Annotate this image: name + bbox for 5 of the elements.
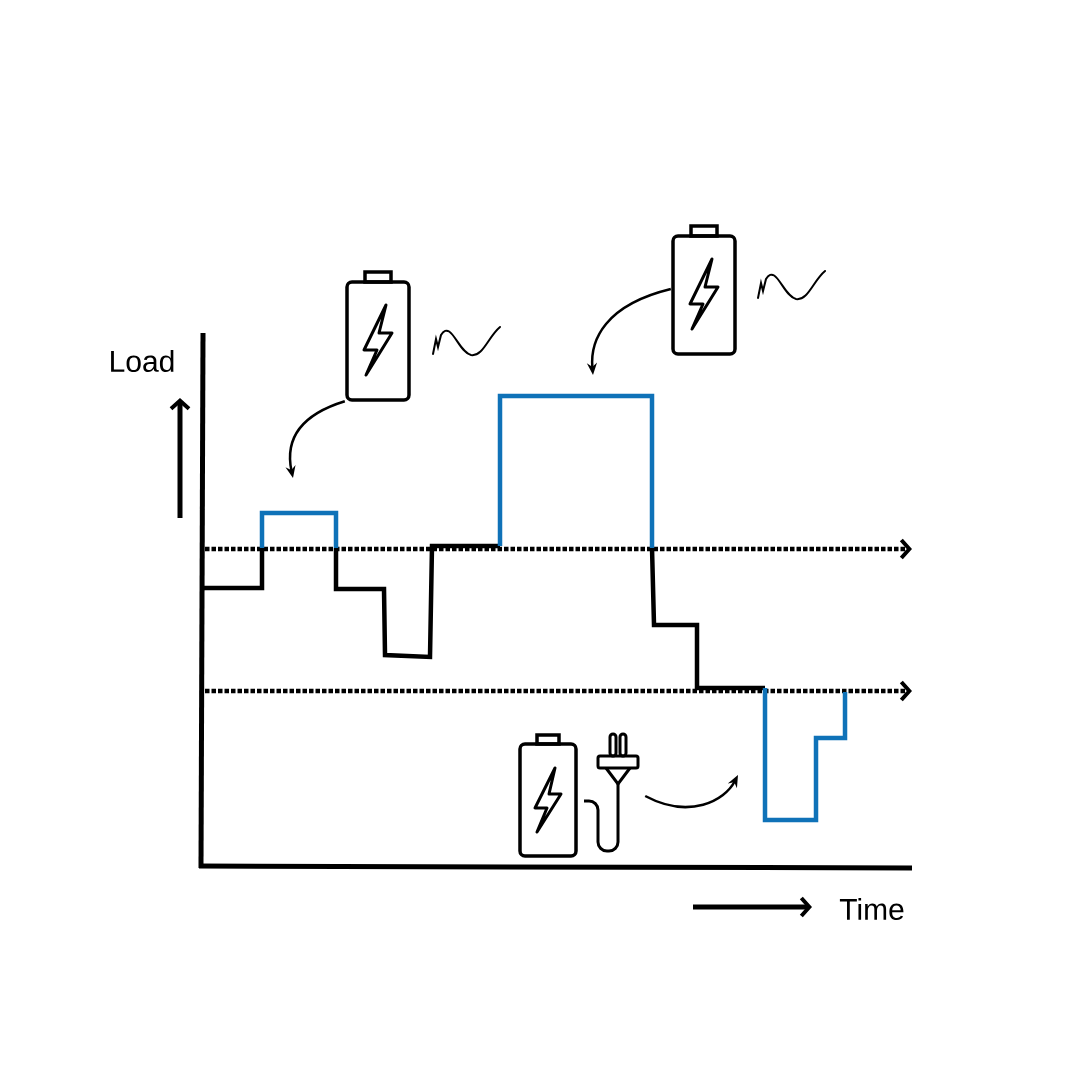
battery-icon bbox=[345, 270, 411, 402]
axis-label: Load bbox=[111, 350, 174, 373]
battery-charger-icon bbox=[518, 732, 640, 858]
battery-icon bbox=[671, 224, 737, 356]
axis-label: Time bbox=[839, 898, 904, 921]
